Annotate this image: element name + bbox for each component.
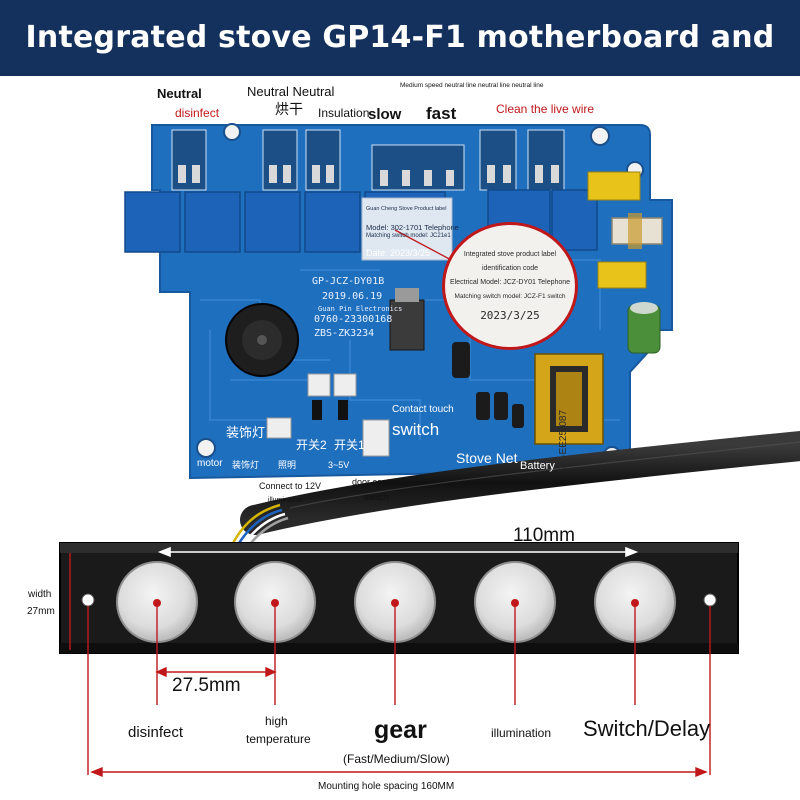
mounting-spacing-label: Mounting hole spacing 160MM <box>318 781 455 792</box>
label-switch-2: 开关2 <box>296 438 327 452</box>
sticker-title: Guan Cheng Stove Product label <box>366 206 447 212</box>
label-battery: Battery <box>520 460 555 472</box>
product-label-zoom: Integrated stove product label identific… <box>442 222 578 350</box>
title-banner <box>0 0 800 76</box>
page-title: Integrated stove GP14-F1 motherboard and… <box>25 20 775 131</box>
silk-model-code: GP-JCZ-DY01B <box>312 276 385 287</box>
label-voltage: 3~5V <box>328 460 350 470</box>
label-decor-light: 装饰灯 <box>226 425 266 440</box>
label-deco-light-small: 装饰灯 <box>232 460 260 470</box>
label-motor: motor <box>197 458 223 469</box>
mount-hole <box>196 438 216 458</box>
button-label-illumination: illumination <box>491 726 552 740</box>
button-label-disinfect: disinfect <box>128 724 184 741</box>
panel-mount-hole <box>81 593 95 607</box>
label-door-switch: switch <box>364 492 390 502</box>
label-dry: 烘干 <box>275 101 303 117</box>
silk-date-code: 2019.06.19 <box>322 291 383 302</box>
label-switch: switch <box>392 420 440 439</box>
button-label-gear: gear <box>374 716 427 744</box>
width-label: width <box>28 589 52 600</box>
x-capacitor <box>597 261 647 289</box>
mount-hole <box>590 126 610 146</box>
label-clean-live-wire: Clean the live wire <box>496 102 595 116</box>
panel-mount-hole <box>703 593 717 607</box>
button-label-gear-modes: (Fast/Medium/Slow) <box>343 752 450 766</box>
zoom-switch-model: Matching switch model: JCZ-F1 switch <box>454 293 566 300</box>
voltage-regulator <box>389 299 425 351</box>
label-transformer: ZZ-EE25-087 <box>558 409 569 470</box>
label-fast: fast <box>426 104 457 123</box>
label-neutral-left: Neutral <box>157 86 202 101</box>
product-label-sticker <box>361 197 453 261</box>
label-medium-speed: Medium speed neutral line neutral line n… <box>400 82 544 89</box>
zoom-model: Electrical Model: JCZ-DY01 Telephone <box>449 279 571 286</box>
button-label-temperature: temperature <box>246 732 311 746</box>
label-connect-12v: Connect to 12V <box>259 481 322 491</box>
spacing-dimension: 27.5mm <box>172 675 241 696</box>
width-value: 27mm <box>27 606 55 617</box>
zoom-title: Integrated stove product label <box>463 251 557 258</box>
zoom-date: 2023/3/25 <box>480 309 540 322</box>
label-contact-touch: Contact touch <box>392 404 454 415</box>
length-dimension: 110mm <box>513 525 575 546</box>
cable <box>240 431 800 535</box>
label-door-control: door control <box>352 477 400 487</box>
label-stove-net: Stove Net <box>456 450 518 466</box>
button-label-switch-delay: Switch/Delay <box>583 716 711 741</box>
silk-brand: Guan Pin Electronics <box>318 305 403 313</box>
label-lighting-small: 照明 <box>278 460 297 470</box>
label-insulation: Insulation <box>318 106 370 120</box>
sticker-model: Model: 302-1701 Telephone <box>366 223 459 232</box>
sticker-switch: Matching switch model: JC21e1 <box>366 233 451 239</box>
x-capacitor <box>587 171 641 201</box>
silk-phone: 0760-23300168 <box>314 314 393 325</box>
sticker-date: Date: 2023/3/25 <box>366 248 431 258</box>
silk-zbs: ZBS-ZK3234 <box>314 328 375 339</box>
label-neutral-neutral: Neutral Neutral <box>247 84 335 99</box>
label-disinfect-top: disinfect <box>175 106 220 120</box>
mount-hole <box>223 123 241 141</box>
label-illumination-small: illumination <box>268 497 304 504</box>
zoom-code: identification code <box>481 265 539 272</box>
label-slow: slow <box>368 106 402 123</box>
button-label-high: high <box>265 714 288 728</box>
label-switch-1: 开关1 <box>334 438 365 452</box>
